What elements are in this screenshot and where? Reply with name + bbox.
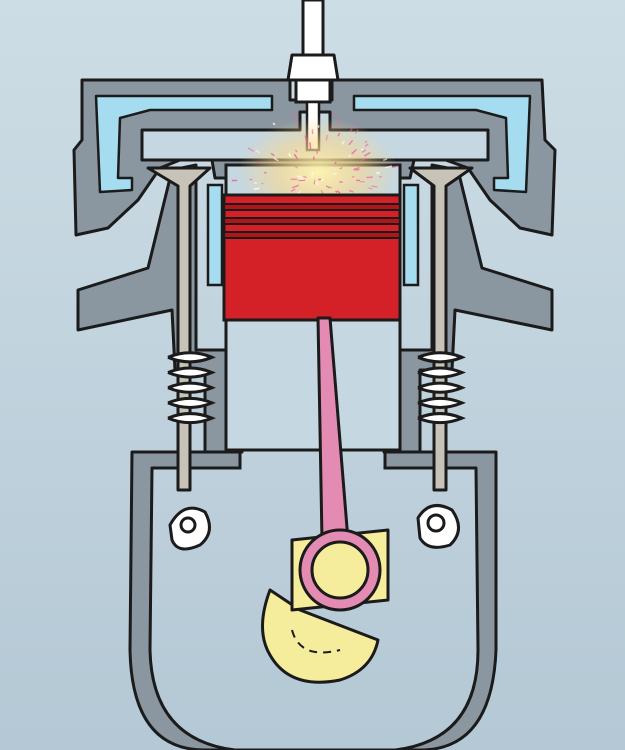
spark-particle [294, 165, 298, 169]
spark-particle [288, 153, 292, 157]
piston-icon [222, 193, 402, 322]
cam-icon [168, 506, 211, 551]
spark-particle [337, 132, 341, 137]
spark-particle [363, 151, 371, 157]
spark-particle [354, 129, 359, 135]
rod-icon [298, 316, 382, 612]
spark-particle [247, 147, 255, 152]
intake-valve [146, 166, 212, 492]
spring-coil [417, 396, 466, 409]
spark-particle [353, 166, 360, 171]
spark-particle [334, 161, 337, 165]
spark-particle [336, 190, 341, 194]
spark-particle [278, 119, 281, 123]
spark-particle [309, 142, 312, 150]
spark-particle [310, 174, 314, 178]
spark-particle [361, 149, 367, 154]
spring-coil [417, 366, 466, 379]
spring-coil [417, 351, 466, 364]
spark-particle [331, 123, 334, 128]
spark-particle [290, 188, 296, 192]
spring-coil [167, 366, 216, 379]
spark-particle [273, 157, 279, 162]
spark-particle [341, 140, 345, 145]
spark-particle [325, 185, 331, 189]
spark-particle [382, 158, 388, 161]
spark-particle [333, 112, 336, 115]
spring-icon [167, 351, 216, 425]
spark-particle [292, 111, 296, 117]
spark-particle [257, 161, 261, 164]
spark-particle [270, 152, 275, 157]
spark-particle [311, 171, 315, 176]
spark-particle [364, 143, 369, 147]
spark-particle [315, 180, 319, 186]
spark-particle [303, 175, 307, 179]
spark-particle [360, 148, 364, 151]
spark-particle [351, 150, 356, 155]
spark-particle [294, 118, 298, 125]
spark-particle [294, 149, 298, 153]
spring-coil [417, 412, 466, 425]
coolant-cyl-left [206, 183, 224, 287]
cam-icon [416, 504, 460, 549]
spark-particle [336, 119, 340, 126]
spark-particle [339, 166, 343, 170]
spark-particle [335, 190, 338, 193]
spark-particle [304, 135, 308, 143]
exhaust-valve [408, 166, 474, 492]
spark-particle [349, 126, 354, 132]
spark-particle [348, 139, 354, 146]
spark-particle [313, 179, 316, 185]
spark-particle [292, 184, 299, 189]
spark-particle [347, 154, 352, 158]
spark-particle [332, 172, 337, 176]
spark-particle [272, 122, 276, 126]
spark-particle [360, 157, 367, 162]
spring-icon [417, 351, 466, 425]
spark-particle [255, 149, 261, 154]
spark-particle [328, 186, 333, 189]
spring-coil [167, 381, 216, 394]
coolant-cyl-right [402, 183, 420, 287]
spark-particle [348, 189, 354, 193]
spark-particle [368, 187, 373, 190]
spark-particle [297, 175, 302, 178]
spark-particle [364, 140, 368, 144]
coolant-left [94, 94, 274, 194]
spark-particle [392, 165, 399, 168]
spark-particle [293, 153, 299, 160]
spark-particle [325, 134, 329, 141]
spring-coil [167, 351, 216, 364]
spark-particle [355, 168, 360, 172]
coolant-right [352, 94, 532, 194]
spring-coil [167, 412, 216, 425]
spring-coil [417, 381, 466, 394]
spark-particle [253, 187, 260, 190]
spark-particle [385, 165, 393, 169]
spring-coil [167, 396, 216, 409]
spark-particle [371, 185, 378, 188]
